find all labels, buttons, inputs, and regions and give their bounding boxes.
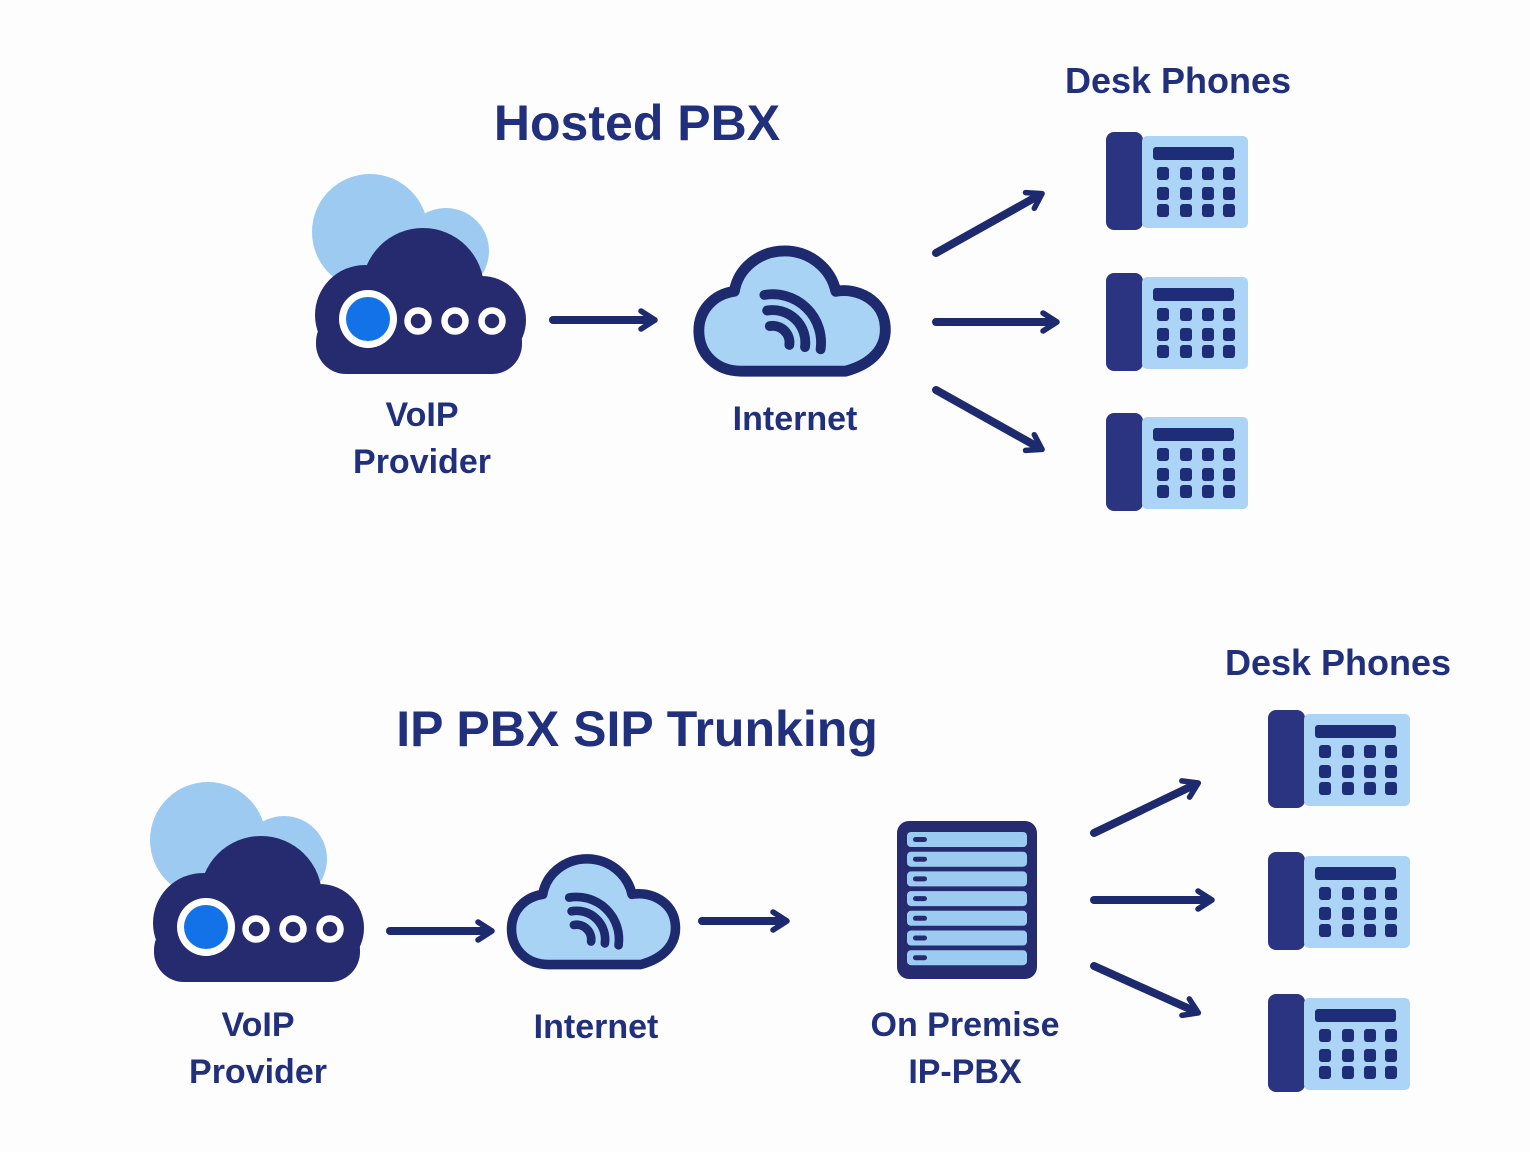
- desk-phone-icon: [1268, 992, 1410, 1094]
- pbx-label-line2: IP-PBX: [908, 1052, 1022, 1091]
- desk-phones-label-bottom: Desk Phones: [1224, 642, 1452, 683]
- arrow-internet-to-phone1-top: [932, 189, 1045, 257]
- internet-wifi-cloud-icon: [688, 231, 895, 394]
- desk-phone-icon: [1106, 271, 1248, 373]
- pbx-label-line1: On Premise: [870, 1006, 1060, 1044]
- arrow-pbx-to-phone1-bottom: [1090, 778, 1202, 837]
- desk-phone-icon: [1268, 850, 1410, 952]
- server-rack-icon: [897, 821, 1037, 979]
- voip-provider-cloud-icon: [148, 770, 370, 984]
- voip-provider-label-top: VoIP Provider: [297, 392, 547, 486]
- desk-phones-label-top: Desk Phones: [1064, 60, 1292, 101]
- desk-phone-icon: [1268, 708, 1410, 810]
- voip-label-line2: Provider: [353, 442, 491, 481]
- desk-phone-icon: [1106, 411, 1248, 513]
- desk-phone-icon: [1106, 130, 1248, 232]
- diagram-title-hosted-pbx: Hosted PBX: [493, 95, 781, 151]
- arrow-internet-to-phone3-top: [932, 386, 1045, 454]
- voip-label-line1: VoIP: [221, 1006, 295, 1044]
- on-premise-pbx-label: On Premise IP-PBX: [840, 1002, 1090, 1096]
- voip-label-line2: Provider: [189, 1052, 327, 1091]
- diagram-title-sip-trunking: IP PBX SIP Trunking: [396, 701, 878, 757]
- internet-label-top: Internet: [732, 400, 858, 438]
- voip-provider-cloud-icon: [310, 162, 532, 376]
- internet-wifi-cloud-icon: [502, 840, 684, 986]
- arrow-pbx-to-phone3-bottom: [1090, 962, 1202, 1019]
- internet-label-bottom: Internet: [533, 1008, 659, 1046]
- voip-label-line1: VoIP: [385, 396, 459, 434]
- voip-provider-label-bottom: VoIP Provider: [133, 1002, 383, 1096]
